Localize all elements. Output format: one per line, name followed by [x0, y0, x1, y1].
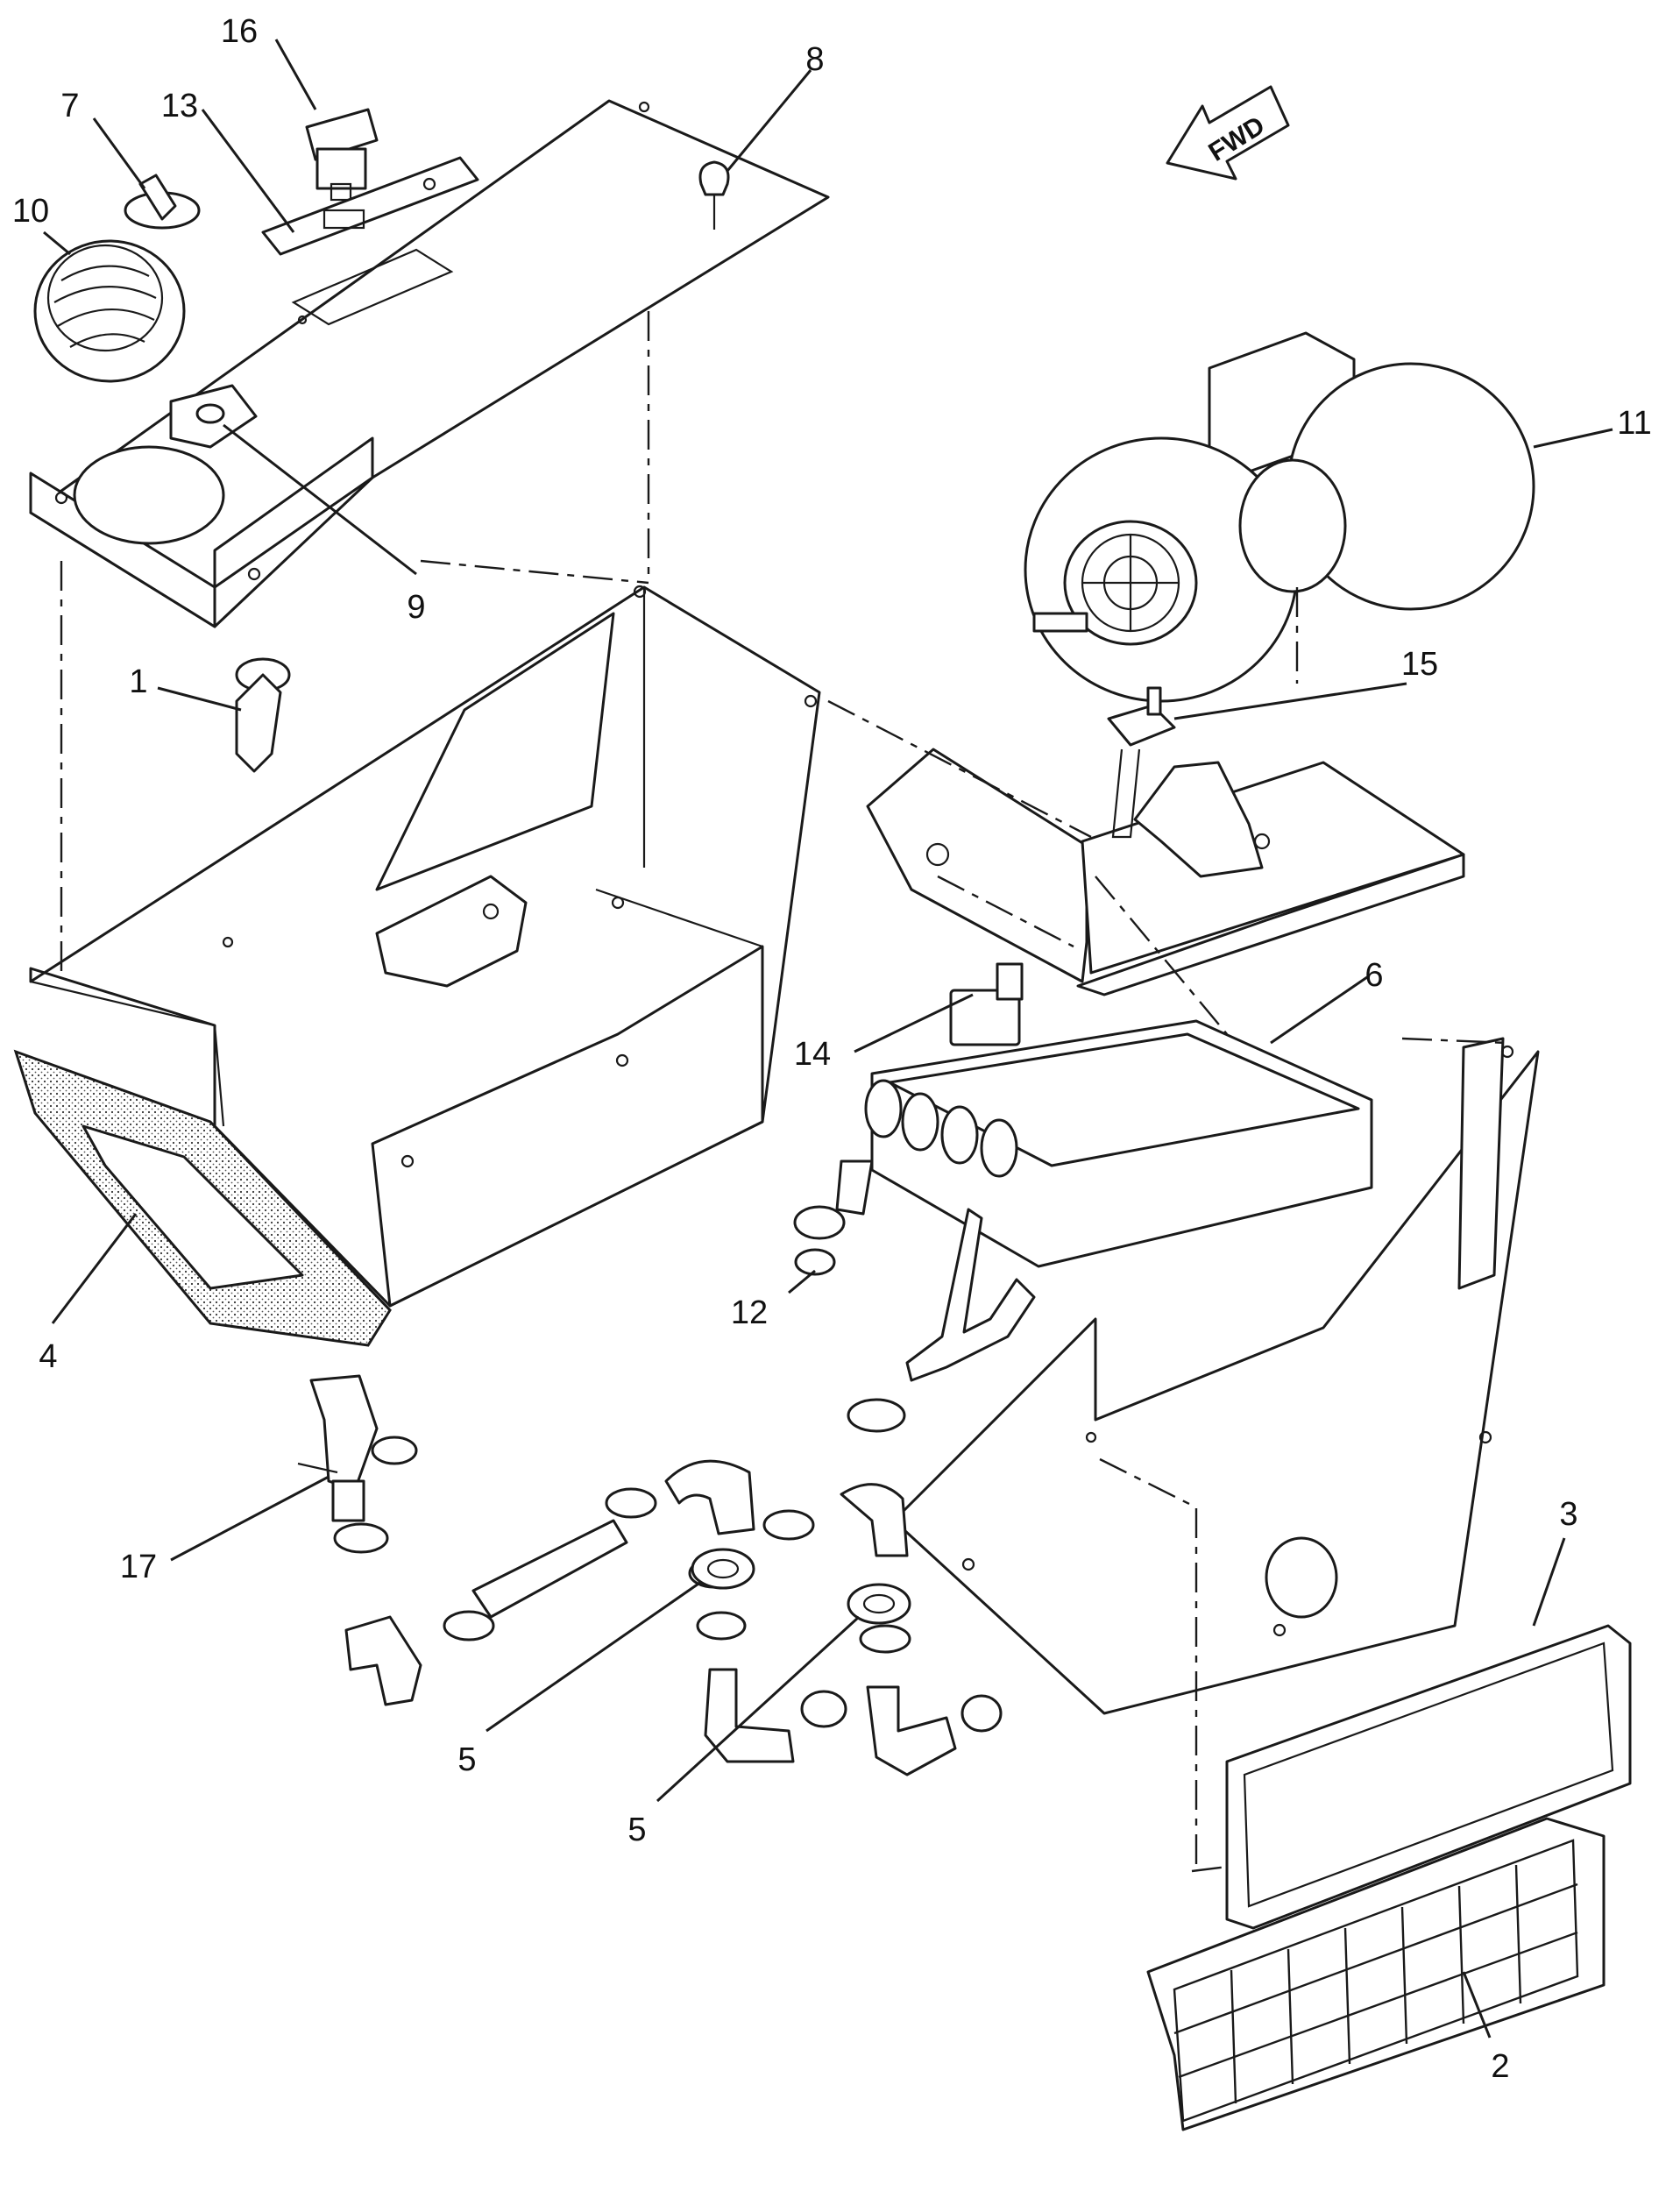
callout-17: 17	[120, 1549, 157, 1585]
rocker-switch	[305, 108, 379, 202]
callout-5: 5	[457, 1741, 476, 1778]
callout-6: 6	[1365, 957, 1383, 994]
control-knob	[124, 174, 201, 230]
callout-8: 8	[805, 41, 824, 78]
callout-16: 16	[221, 13, 258, 50]
air-filter	[1225, 1624, 1632, 1930]
callout-1: 1	[129, 663, 147, 700]
relay	[949, 962, 1024, 1046]
callout-15: 15	[1401, 646, 1438, 683]
callout-4: 4	[39, 1338, 57, 1375]
blower-mount-bracket	[866, 748, 1465, 996]
callout-7: 7	[60, 88, 79, 124]
top-cover-panel	[29, 99, 830, 628]
assembly-lines	[60, 311, 1508, 1873]
grommet	[847, 1583, 911, 1625]
blower-motor-assembly	[1024, 331, 1535, 703]
hose-assembly	[333, 1398, 1003, 1776]
callout-5: 5	[627, 1812, 646, 1848]
side-panel	[892, 1037, 1540, 1715]
o-ring	[793, 1205, 846, 1276]
return-air-grille	[1146, 1817, 1606, 2131]
air-vent-louver	[33, 239, 186, 383]
door-actuator	[235, 657, 291, 773]
grommet	[691, 1548, 755, 1590]
rubber-plug	[698, 160, 730, 230]
blower-resistor	[1107, 686, 1176, 839]
callout-12: 12	[731, 1294, 768, 1331]
leader-lines	[43, 39, 1613, 2039]
callout-3: 3	[1559, 1496, 1577, 1533]
callout-13: 13	[161, 88, 198, 124]
heater-core	[835, 1019, 1373, 1382]
water-valve	[297, 1374, 418, 1522]
foam-seal	[13, 1049, 392, 1347]
heater-housing	[29, 585, 821, 1308]
callout-9: 9	[407, 589, 425, 626]
forward-direction-arrow: FWD	[1166, 85, 1290, 181]
callout-2: 2	[1491, 2048, 1509, 2085]
callout-11: 11	[1617, 405, 1651, 442]
callout-10: 10	[12, 193, 49, 230]
callout-labels: 16 7 13 10 8 9 11 15 1 6 14 12 4 17 5 5 …	[12, 13, 1652, 2085]
switch-mounting-plate	[261, 156, 479, 256]
callout-14: 14	[794, 1036, 831, 1073]
